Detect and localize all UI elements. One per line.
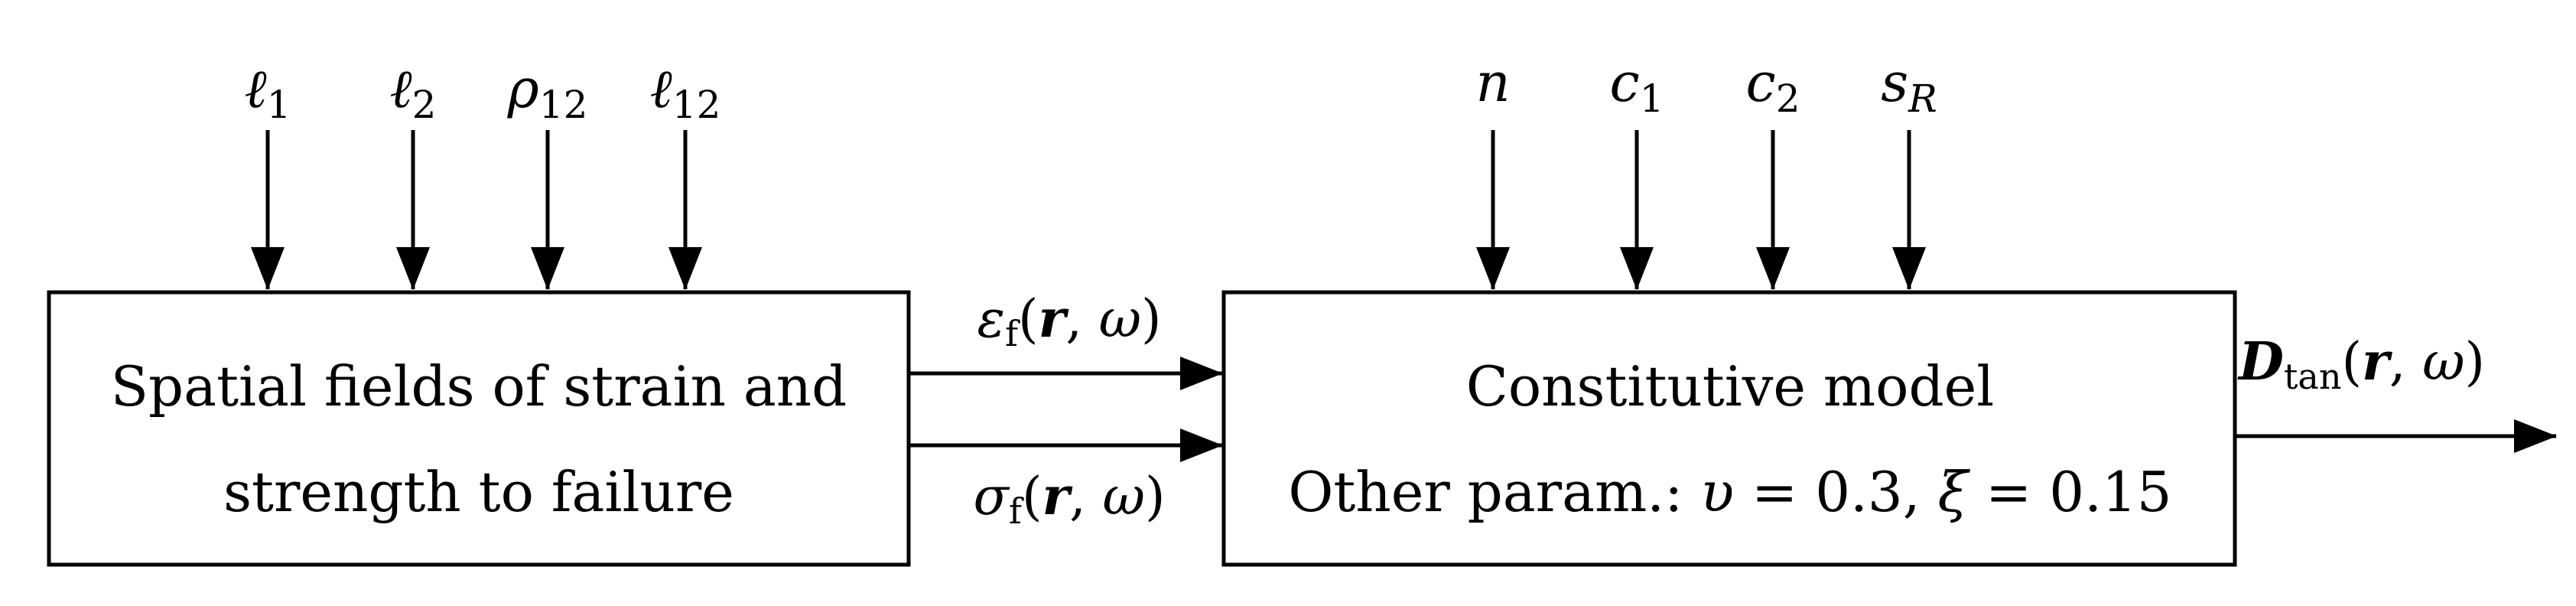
xi-symbol: ξ [1938,460,1971,524]
right-block-line2: Other param.: υ = 0.3, ξ = 0.15 [1288,460,2171,524]
input-label-c1: c1 [1609,51,1664,121]
left-block-line2: strength to failure [223,460,734,524]
input-label-rho12: ρ12 [507,57,588,127]
output-label: Dtan(r, ω) [2237,331,2485,397]
input-label-n: n [1475,51,1510,114]
left-block-box [47,290,911,567]
right-block-box [1221,290,2237,567]
xi-value: = 0.15 [1986,460,2172,524]
input-label-l12: ℓ12 [650,57,721,127]
input-label-sR: sR [1881,51,1937,121]
right-input-arrows [1476,130,1926,290]
input-label-c2: c2 [1745,51,1800,121]
other-param-label: Other param.: [1288,460,1683,524]
left-block-line1: Spatial fields of strain and [111,354,847,419]
strain-label: εf(r, ω) [977,288,1161,354]
nu-value: = 0.3, [1751,460,1921,524]
input-label-l2: ℓ2 [390,57,437,127]
strength-label: σf(r, ω) [973,466,1165,532]
input-label-l1: ℓ1 [245,57,291,127]
left-input-arrows [251,130,702,290]
nu-symbol: υ [1700,460,1734,524]
right-block-line1: Constitutive model [1466,354,1995,419]
